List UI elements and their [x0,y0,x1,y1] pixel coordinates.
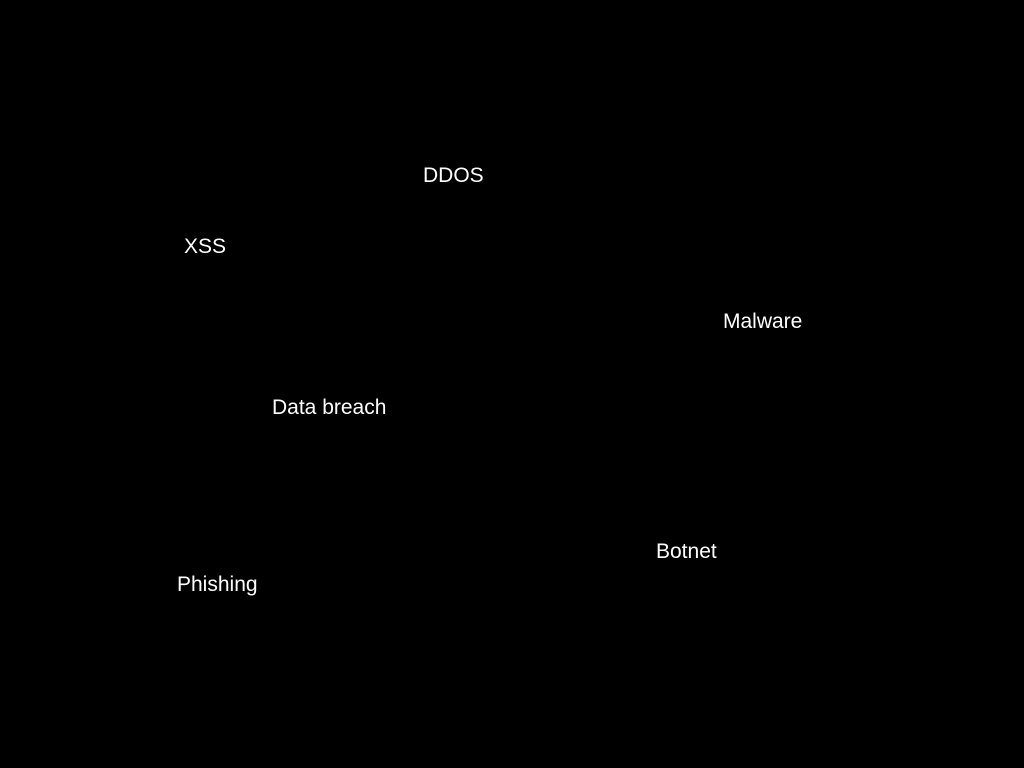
word-phishing: Phishing [177,573,258,596]
word-ddos: DDOS [423,164,484,187]
word-data-breach: Data breach [272,396,387,419]
word-malware: Malware [723,310,803,333]
word-botnet: Botnet [656,540,717,563]
word-xss: XSS [184,235,227,258]
